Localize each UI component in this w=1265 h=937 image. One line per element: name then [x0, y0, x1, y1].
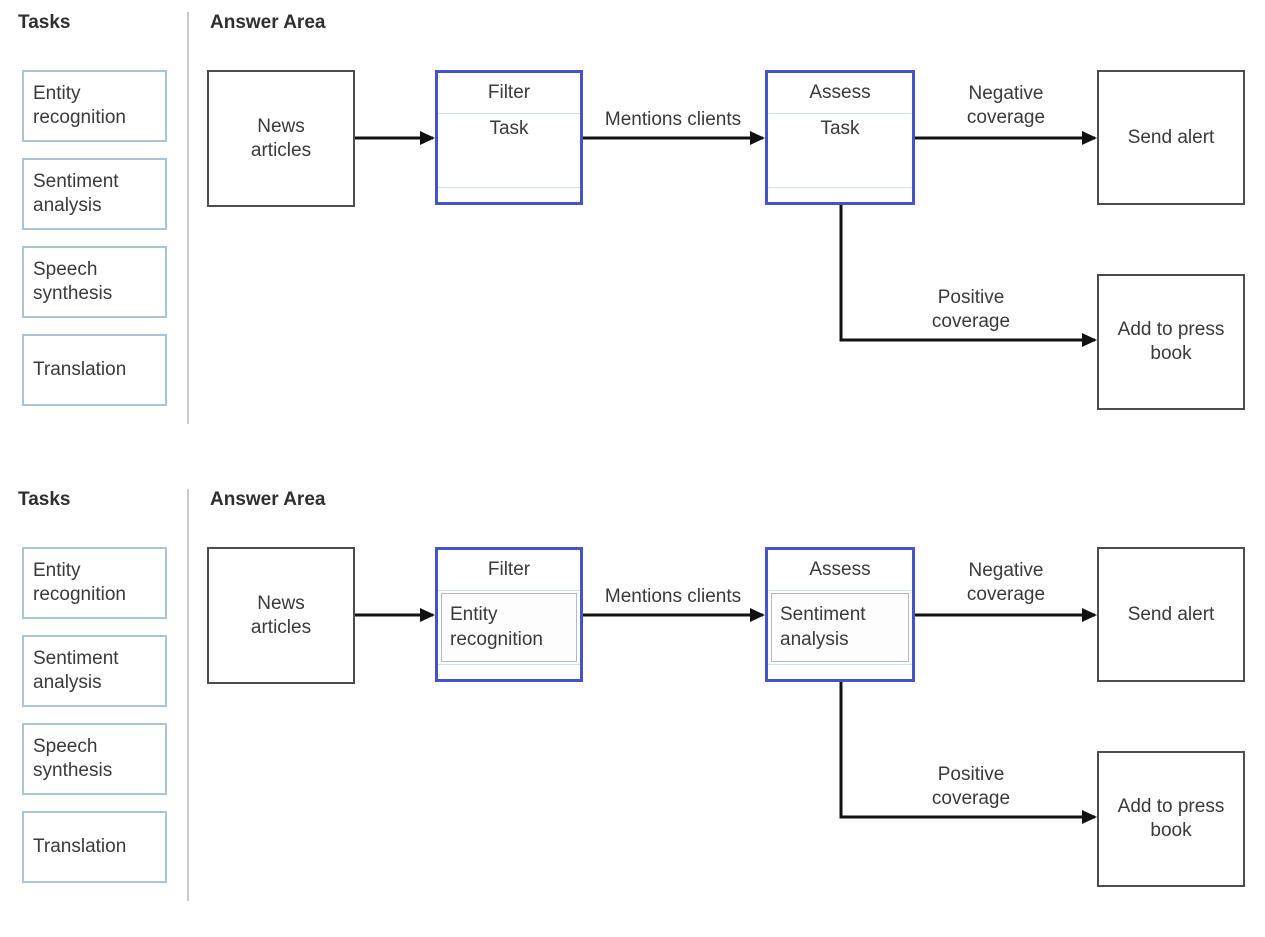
- send-alert-box: Send alert: [1097, 70, 1245, 205]
- task-card-speech-synthesis[interactable]: Speech synthesis: [22, 723, 167, 795]
- assess-step-title: Assess: [768, 550, 912, 591]
- task-card-label: Entity recognition: [33, 559, 126, 605]
- arrow-assess-to-press-book: [839, 681, 1097, 824]
- flow-arrows: [354, 608, 1097, 824]
- task-card-label: Speech synthesis: [33, 258, 113, 304]
- news-articles-box: News articles: [207, 547, 355, 684]
- task-card-translation[interactable]: Translation: [22, 811, 167, 883]
- answer-area-header: Answer Area: [210, 489, 326, 510]
- news-articles-label: News articles: [250, 115, 312, 161]
- add-to-press-book-box: Add to press book: [1097, 751, 1245, 887]
- task-card-label: Speech synthesis: [33, 735, 113, 781]
- filter-step-footer: [438, 665, 580, 679]
- task-card-label: Translation: [33, 358, 127, 380]
- answer-area-header: Answer Area: [210, 12, 326, 33]
- edge-label-mentions-clients: Mentions clients: [604, 586, 742, 607]
- filter-step-title: Filter: [438, 73, 580, 114]
- filter-task-slot[interactable]: Entity recognition: [438, 591, 580, 665]
- filter-task-slot[interactable]: Task: [438, 114, 580, 188]
- add-to-press-book-box: Add to press book: [1097, 274, 1245, 410]
- task-card-entity-recognition[interactable]: Entity recognition: [22, 70, 167, 142]
- assess-task-slot[interactable]: Sentiment analysis: [768, 591, 912, 665]
- flow-arrows: [354, 131, 1097, 347]
- assess-step-box: Assess Task: [765, 70, 915, 205]
- assess-step-box: Assess Sentiment analysis: [765, 547, 915, 682]
- task-card-entity-recognition[interactable]: Entity recognition: [22, 547, 167, 619]
- task-card-label: Sentiment analysis: [33, 647, 119, 693]
- send-alert-label: Send alert: [1127, 126, 1215, 148]
- task-card-sentiment-analysis[interactable]: Sentiment analysis: [22, 158, 167, 230]
- filter-step-box: Filter Task: [435, 70, 583, 205]
- send-alert-box: Send alert: [1097, 547, 1245, 682]
- edge-label-mentions-clients: Mentions clients: [604, 109, 742, 130]
- edge-label-positive-coverage: Positive coverage: [931, 764, 1011, 809]
- tasks-header: Tasks: [18, 12, 71, 33]
- question-panel-top: Tasks Entity recognition Sentiment analy…: [0, 0, 1265, 460]
- arrow-assess-to-press-book: [839, 204, 1097, 347]
- filter-step-box: Filter Entity recognition: [435, 547, 583, 682]
- edge-label-positive-coverage: Positive coverage: [931, 287, 1011, 332]
- filter-step-footer: [438, 188, 580, 202]
- edge-label-negative-coverage: Negative coverage: [966, 83, 1046, 128]
- filter-slot-card-entity-recognition[interactable]: Entity recognition: [441, 593, 577, 662]
- add-to-press-book-label: Add to press book: [1117, 796, 1225, 841]
- question-panel-bottom: Tasks Entity recognition Sentiment analy…: [0, 477, 1265, 937]
- task-card-label: Translation: [33, 835, 127, 857]
- edge-label-negative-coverage: Negative coverage: [966, 560, 1046, 605]
- task-card-label: Entity recognition: [33, 82, 126, 128]
- assess-slot-placeholder: Task: [820, 118, 860, 139]
- filter-slot-placeholder: Task: [489, 118, 529, 139]
- tasks-answer-divider: [187, 12, 189, 424]
- assess-step-title: Assess: [768, 73, 912, 114]
- tasks-answer-divider: [187, 489, 189, 901]
- add-to-press-book-label: Add to press book: [1117, 319, 1225, 364]
- task-card-label: Sentiment analysis: [33, 170, 119, 216]
- task-card-sentiment-analysis[interactable]: Sentiment analysis: [22, 635, 167, 707]
- news-articles-box: News articles: [207, 70, 355, 207]
- task-card-translation[interactable]: Translation: [22, 334, 167, 406]
- assess-task-slot[interactable]: Task: [768, 114, 912, 188]
- assess-slot-card-sentiment-analysis[interactable]: Sentiment analysis: [771, 593, 909, 662]
- assess-step-footer: [768, 665, 912, 679]
- assess-step-footer: [768, 188, 912, 202]
- filter-step-title: Filter: [438, 550, 580, 591]
- tasks-header: Tasks: [18, 489, 71, 510]
- news-articles-label: News articles: [250, 592, 312, 638]
- send-alert-label: Send alert: [1127, 603, 1215, 625]
- task-card-speech-synthesis[interactable]: Speech synthesis: [22, 246, 167, 318]
